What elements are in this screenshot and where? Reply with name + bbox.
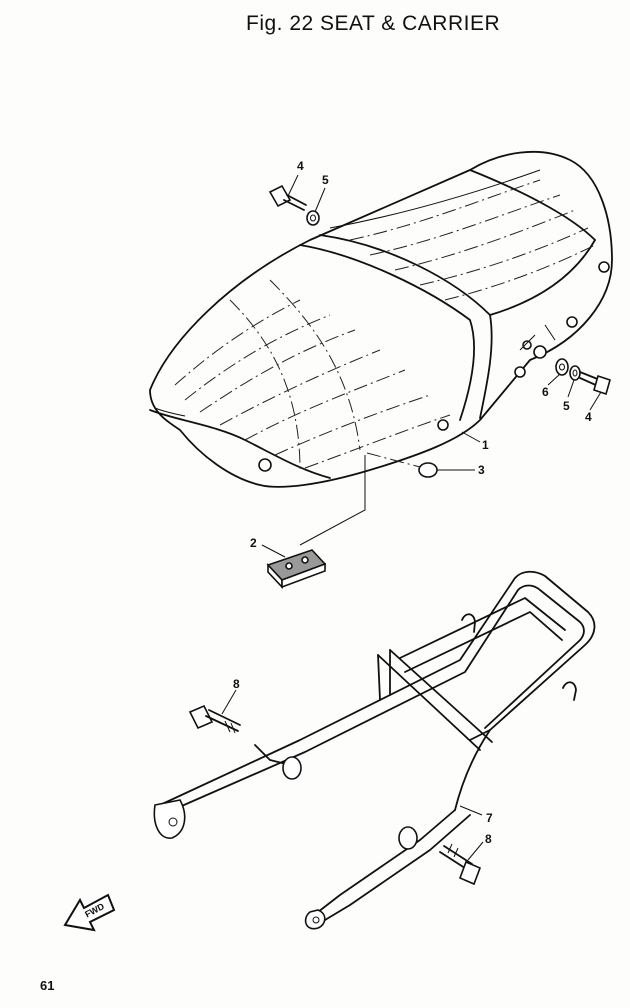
washer-5-upper — [306, 210, 320, 226]
callout-2: 2 — [250, 536, 257, 550]
callout-5-upper: 5 — [322, 173, 329, 187]
callout-4-upper: 4 — [297, 159, 304, 173]
callout-8-right: 8 — [485, 832, 492, 846]
plug-3 — [366, 452, 475, 478]
callout-4-lower: 4 — [585, 410, 592, 424]
bolt-8-right — [439, 841, 484, 886]
figure-title: Fig. 22 SEAT & CARRIER — [246, 12, 501, 35]
callout-6: 6 — [542, 385, 549, 399]
callout-7: 7 — [486, 811, 493, 825]
washer-6 — [555, 358, 569, 376]
leader-4-lower — [589, 391, 602, 411]
page-number: 61 — [40, 978, 55, 993]
leader-5-upper — [314, 187, 326, 213]
leader-6 — [547, 373, 561, 386]
leader-1 — [461, 431, 481, 443]
leader-4-upper — [287, 174, 299, 197]
callout-5-lower: 5 — [563, 399, 570, 413]
carrier-rack — [153, 570, 596, 930]
washer-5-lower — [569, 365, 581, 381]
fwd-arrow-icon: FWD — [63, 893, 116, 932]
callout-1: 1 — [482, 438, 489, 452]
leader-5-lower — [567, 379, 575, 398]
bolt-8-left — [188, 689, 241, 734]
callout-3: 3 — [478, 463, 485, 477]
seat — [149, 150, 613, 488]
callout-8-left: 8 — [233, 677, 240, 691]
bolt-4-lower — [579, 371, 611, 396]
bolt-4-upper — [268, 184, 307, 211]
bracket-2 — [261, 455, 366, 590]
